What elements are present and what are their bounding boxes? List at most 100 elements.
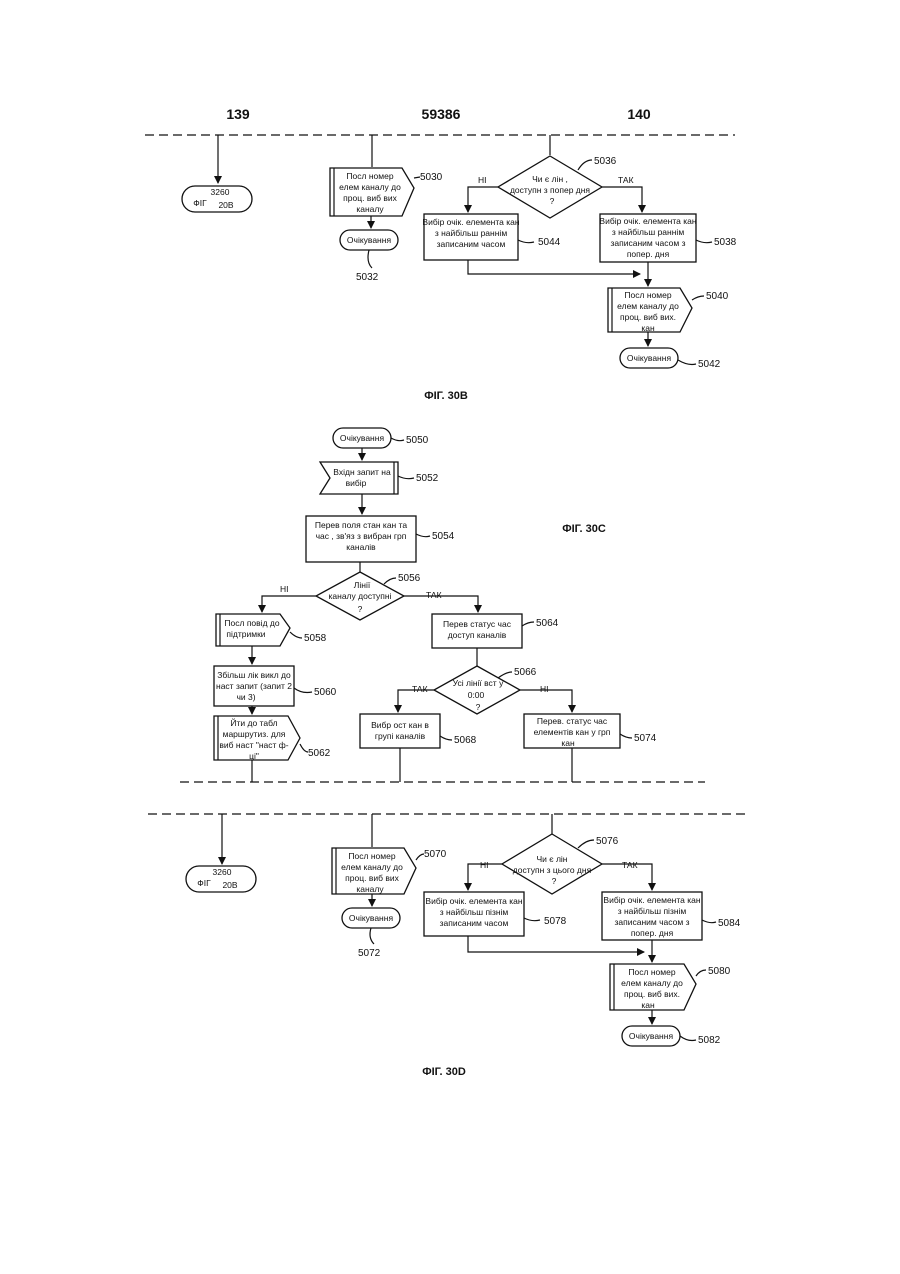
connector-fig-number: 20B bbox=[218, 200, 233, 210]
send-text-1: Посл номер bbox=[348, 851, 395, 861]
ref-label: 5056 bbox=[398, 573, 421, 584]
ref-label: 5036 bbox=[594, 156, 617, 167]
ref-leader bbox=[498, 672, 512, 678]
box-text-3: записаним часом bbox=[437, 239, 506, 249]
ref-label: 5050 bbox=[406, 435, 429, 446]
box-text-1: Перев статус час bbox=[443, 619, 512, 629]
ref-label: 5076 bbox=[596, 836, 619, 847]
ref-label: 5066 bbox=[514, 667, 537, 678]
ref-leader bbox=[680, 1036, 696, 1041]
box-text-3: кан bbox=[561, 738, 575, 748]
ref-leader bbox=[416, 854, 424, 860]
connector-fig-label: ФІГ bbox=[197, 878, 211, 888]
ref-leader bbox=[524, 918, 540, 921]
yes-label: ТАК bbox=[622, 860, 638, 870]
decision-text-3: ? bbox=[476, 702, 481, 712]
box-text-1: Перев. статус час bbox=[537, 716, 608, 726]
ref-label: 5082 bbox=[698, 1035, 721, 1046]
box-text-2: з найбільш пізнім bbox=[618, 906, 687, 916]
decision-text-3: ? bbox=[550, 196, 555, 206]
connector-fig-label: ФІГ bbox=[193, 198, 207, 208]
decision-text-2: доступн з цього дня bbox=[513, 865, 592, 875]
ref-label: 5072 bbox=[358, 948, 381, 959]
yes-label: ТАК bbox=[412, 684, 428, 694]
ref-leader bbox=[522, 622, 534, 626]
ref-leader bbox=[300, 744, 308, 752]
ref-label: 5052 bbox=[416, 473, 439, 484]
decision-text-2: 0:00 bbox=[468, 690, 485, 700]
send-text-3: проц. виб вих. bbox=[620, 312, 676, 322]
ref-label: 5068 bbox=[454, 735, 477, 746]
yes-label: ТАК bbox=[426, 590, 442, 600]
no-label: НІ bbox=[478, 175, 487, 185]
ref-leader bbox=[290, 632, 302, 638]
box-text-1: Збільш лік викл до bbox=[217, 670, 291, 680]
box-text-1: Вибір очік. елемента кан bbox=[422, 217, 519, 227]
fig-30d: 3260 ФІГ 20B Посл номер елем каналу до п… bbox=[186, 814, 741, 1078]
yes-branch-arrow bbox=[602, 187, 642, 212]
decision-text-2: каналу доступні bbox=[329, 591, 392, 601]
no-label: НІ bbox=[480, 860, 489, 870]
decision-text-1: Усі лінії вст у bbox=[453, 678, 504, 688]
box-text-3: чи 3) bbox=[236, 692, 255, 702]
page-number-left: 139 bbox=[226, 106, 250, 122]
ref-label: 5032 bbox=[356, 272, 379, 283]
ref-label: 5074 bbox=[634, 733, 657, 744]
ref-label: 5080 bbox=[708, 966, 731, 977]
ref-label: 5042 bbox=[698, 359, 721, 370]
box-text-2: маршрутиз. для bbox=[223, 729, 286, 739]
box-text-2: наст запит (запит 2 bbox=[216, 681, 292, 691]
ref-label: 5062 bbox=[308, 748, 331, 759]
connector-fig-number: 20B bbox=[222, 880, 237, 890]
yes-label: ТАК bbox=[618, 175, 634, 185]
ref-label: 5060 bbox=[314, 687, 337, 698]
connector-number: 3260 bbox=[211, 187, 230, 197]
send-text-4: каналу bbox=[356, 884, 384, 894]
figure-caption: ФІГ. 30B bbox=[424, 390, 468, 402]
ref-leader bbox=[702, 920, 716, 923]
send-text-1: Посл номер bbox=[628, 967, 675, 977]
send-text-2: елем каналу до bbox=[621, 978, 683, 988]
fig-30c: Очікування 5050 Вхідн запит на вибір 505… bbox=[180, 428, 705, 782]
box-text-3: записаним часом bbox=[440, 918, 509, 928]
ref-label: 5070 bbox=[424, 849, 447, 860]
box-text-2: підтримки bbox=[226, 629, 265, 639]
decision-text-1: Лінії bbox=[354, 580, 371, 590]
ref-leader bbox=[440, 736, 452, 740]
wait-label: Очікування bbox=[340, 433, 385, 443]
ref-leader bbox=[696, 240, 712, 243]
box-text-3: записаним часом з bbox=[615, 917, 690, 927]
box-text-1: Вибір очік. елемента кан bbox=[603, 895, 700, 905]
input-text-1: Вхідн запит на bbox=[333, 467, 391, 477]
ref-leader bbox=[294, 688, 312, 693]
connector-number: 3260 bbox=[213, 867, 232, 877]
box-text-1: Посл повід до bbox=[224, 618, 279, 628]
box-text-2: доступ каналів bbox=[448, 630, 507, 640]
box-text-1: Йти до табл bbox=[230, 717, 277, 728]
no-branch-arrow bbox=[468, 187, 498, 212]
send-text-1: Посл номер bbox=[624, 290, 671, 300]
no-label: НІ bbox=[280, 584, 289, 594]
send-text-3: проц. виб вих. bbox=[624, 989, 680, 999]
box-text-4: попер. дня bbox=[627, 249, 670, 259]
ref-label: 5078 bbox=[544, 916, 567, 927]
box-text-2: елементів кан у грп bbox=[534, 727, 611, 737]
ref-label: 5030 bbox=[420, 172, 443, 183]
ref-leader bbox=[518, 240, 534, 243]
ref-leader bbox=[391, 438, 404, 441]
input-text-2: вибір bbox=[346, 478, 367, 488]
ref-leader bbox=[620, 734, 632, 738]
wait-label: Очікування bbox=[627, 353, 672, 363]
box-text-4: попер. дня bbox=[631, 928, 674, 938]
ref-leader bbox=[416, 534, 430, 537]
box-text-1: Перев поля стан кан та bbox=[315, 520, 408, 530]
box-text-2: з найбільш раннім bbox=[612, 227, 684, 237]
ref-leader bbox=[692, 296, 704, 300]
box-text-1: Вибір очік. елемента кан bbox=[599, 216, 696, 226]
box-text-1: Вибір очік. елемента кан bbox=[425, 896, 522, 906]
decision-text-2: доступн з попер дня bbox=[510, 185, 590, 195]
ref-leader bbox=[578, 840, 594, 848]
ref-leader bbox=[578, 160, 592, 170]
